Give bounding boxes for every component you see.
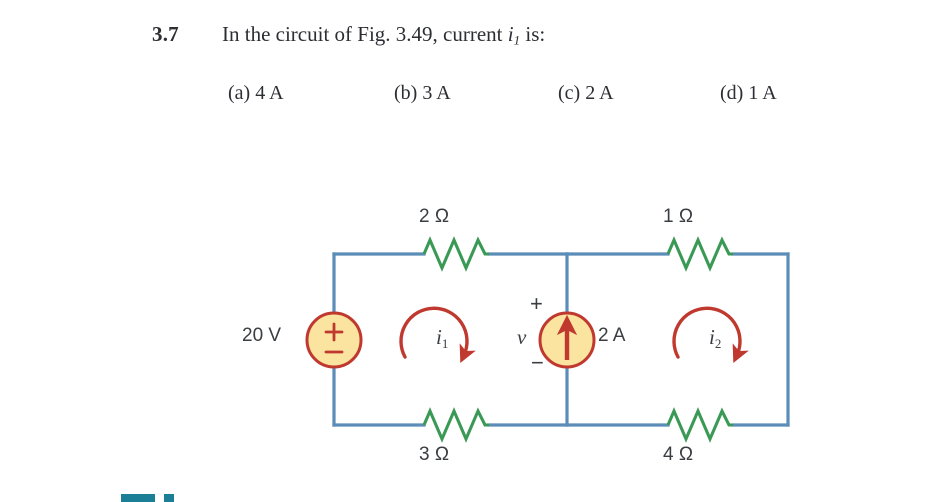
- branch-voltage-plus-sign: +: [530, 291, 543, 316]
- resistor-label-bottom-left: 3 Ω: [419, 444, 450, 465]
- artifact-bar-secondary: [164, 494, 174, 502]
- answer-choices: (a) 4 A (b) 3 A (c) 2 A (d) 1 A: [228, 82, 868, 110]
- clipped-figure-caption-artifact: [121, 494, 178, 502]
- voltage-source-symbol: [305, 311, 363, 369]
- mesh-current-symbol-i2: i: [709, 325, 715, 349]
- resistor-1ohm-symbol: [666, 236, 733, 272]
- question-text: In the circuit of Fig. 3.49, current i1 …: [222, 22, 545, 48]
- voltage-source-plus-icon: [324, 322, 344, 342]
- mesh-current-subscript-i2: 2: [714, 335, 722, 351]
- resistor-3ohm-symbol: [422, 407, 489, 443]
- question-variable-subscript: 1: [513, 32, 521, 48]
- mesh-current-label-i2: i2: [709, 325, 721, 352]
- question-text-before: In the circuit of Fig. 3.49, current: [222, 22, 508, 46]
- answer-choice-b[interactable]: (b) 3 A: [394, 82, 451, 104]
- branch-voltage-minus-sign: −: [531, 350, 544, 375]
- resistor-4ohm-symbol: [666, 407, 733, 443]
- answer-choice-c[interactable]: (c) 2 A: [558, 82, 614, 104]
- voltage-source-label: 20 V: [242, 325, 282, 346]
- current-source-symbol: [538, 311, 596, 369]
- answer-choice-a[interactable]: (a) 4 A: [228, 82, 284, 104]
- mesh-current-symbol-i1: i: [436, 325, 442, 349]
- mesh-current-arrow-i2: [672, 306, 749, 364]
- question-variable: i: [507, 22, 514, 46]
- resistor-label-bottom-right: 4 Ω: [663, 444, 694, 465]
- current-source-label: 2 A: [598, 325, 626, 346]
- question-text-after: is:: [520, 22, 546, 46]
- resistor-label-top-left: 2 Ω: [419, 206, 450, 227]
- artifact-bar-primary: [121, 494, 155, 502]
- resistor-2ohm-symbol: [422, 236, 489, 272]
- mesh-current-subscript-i1: 1: [441, 335, 449, 351]
- voltage-source-circle: [305, 311, 363, 369]
- resistor-label-top-right: 1 Ω: [663, 206, 694, 227]
- mesh-current-arrows: [399, 306, 749, 364]
- answer-choice-d[interactable]: (d) 1 A: [720, 82, 777, 104]
- branch-voltage-label: v: [517, 325, 527, 349]
- circuit-resistors: [422, 236, 733, 443]
- mesh-current-arrow-i1: [399, 306, 476, 364]
- current-source-circle: [538, 311, 596, 369]
- mesh-current-label-i1: i1: [436, 325, 448, 352]
- question-number: 3.7: [152, 22, 179, 46]
